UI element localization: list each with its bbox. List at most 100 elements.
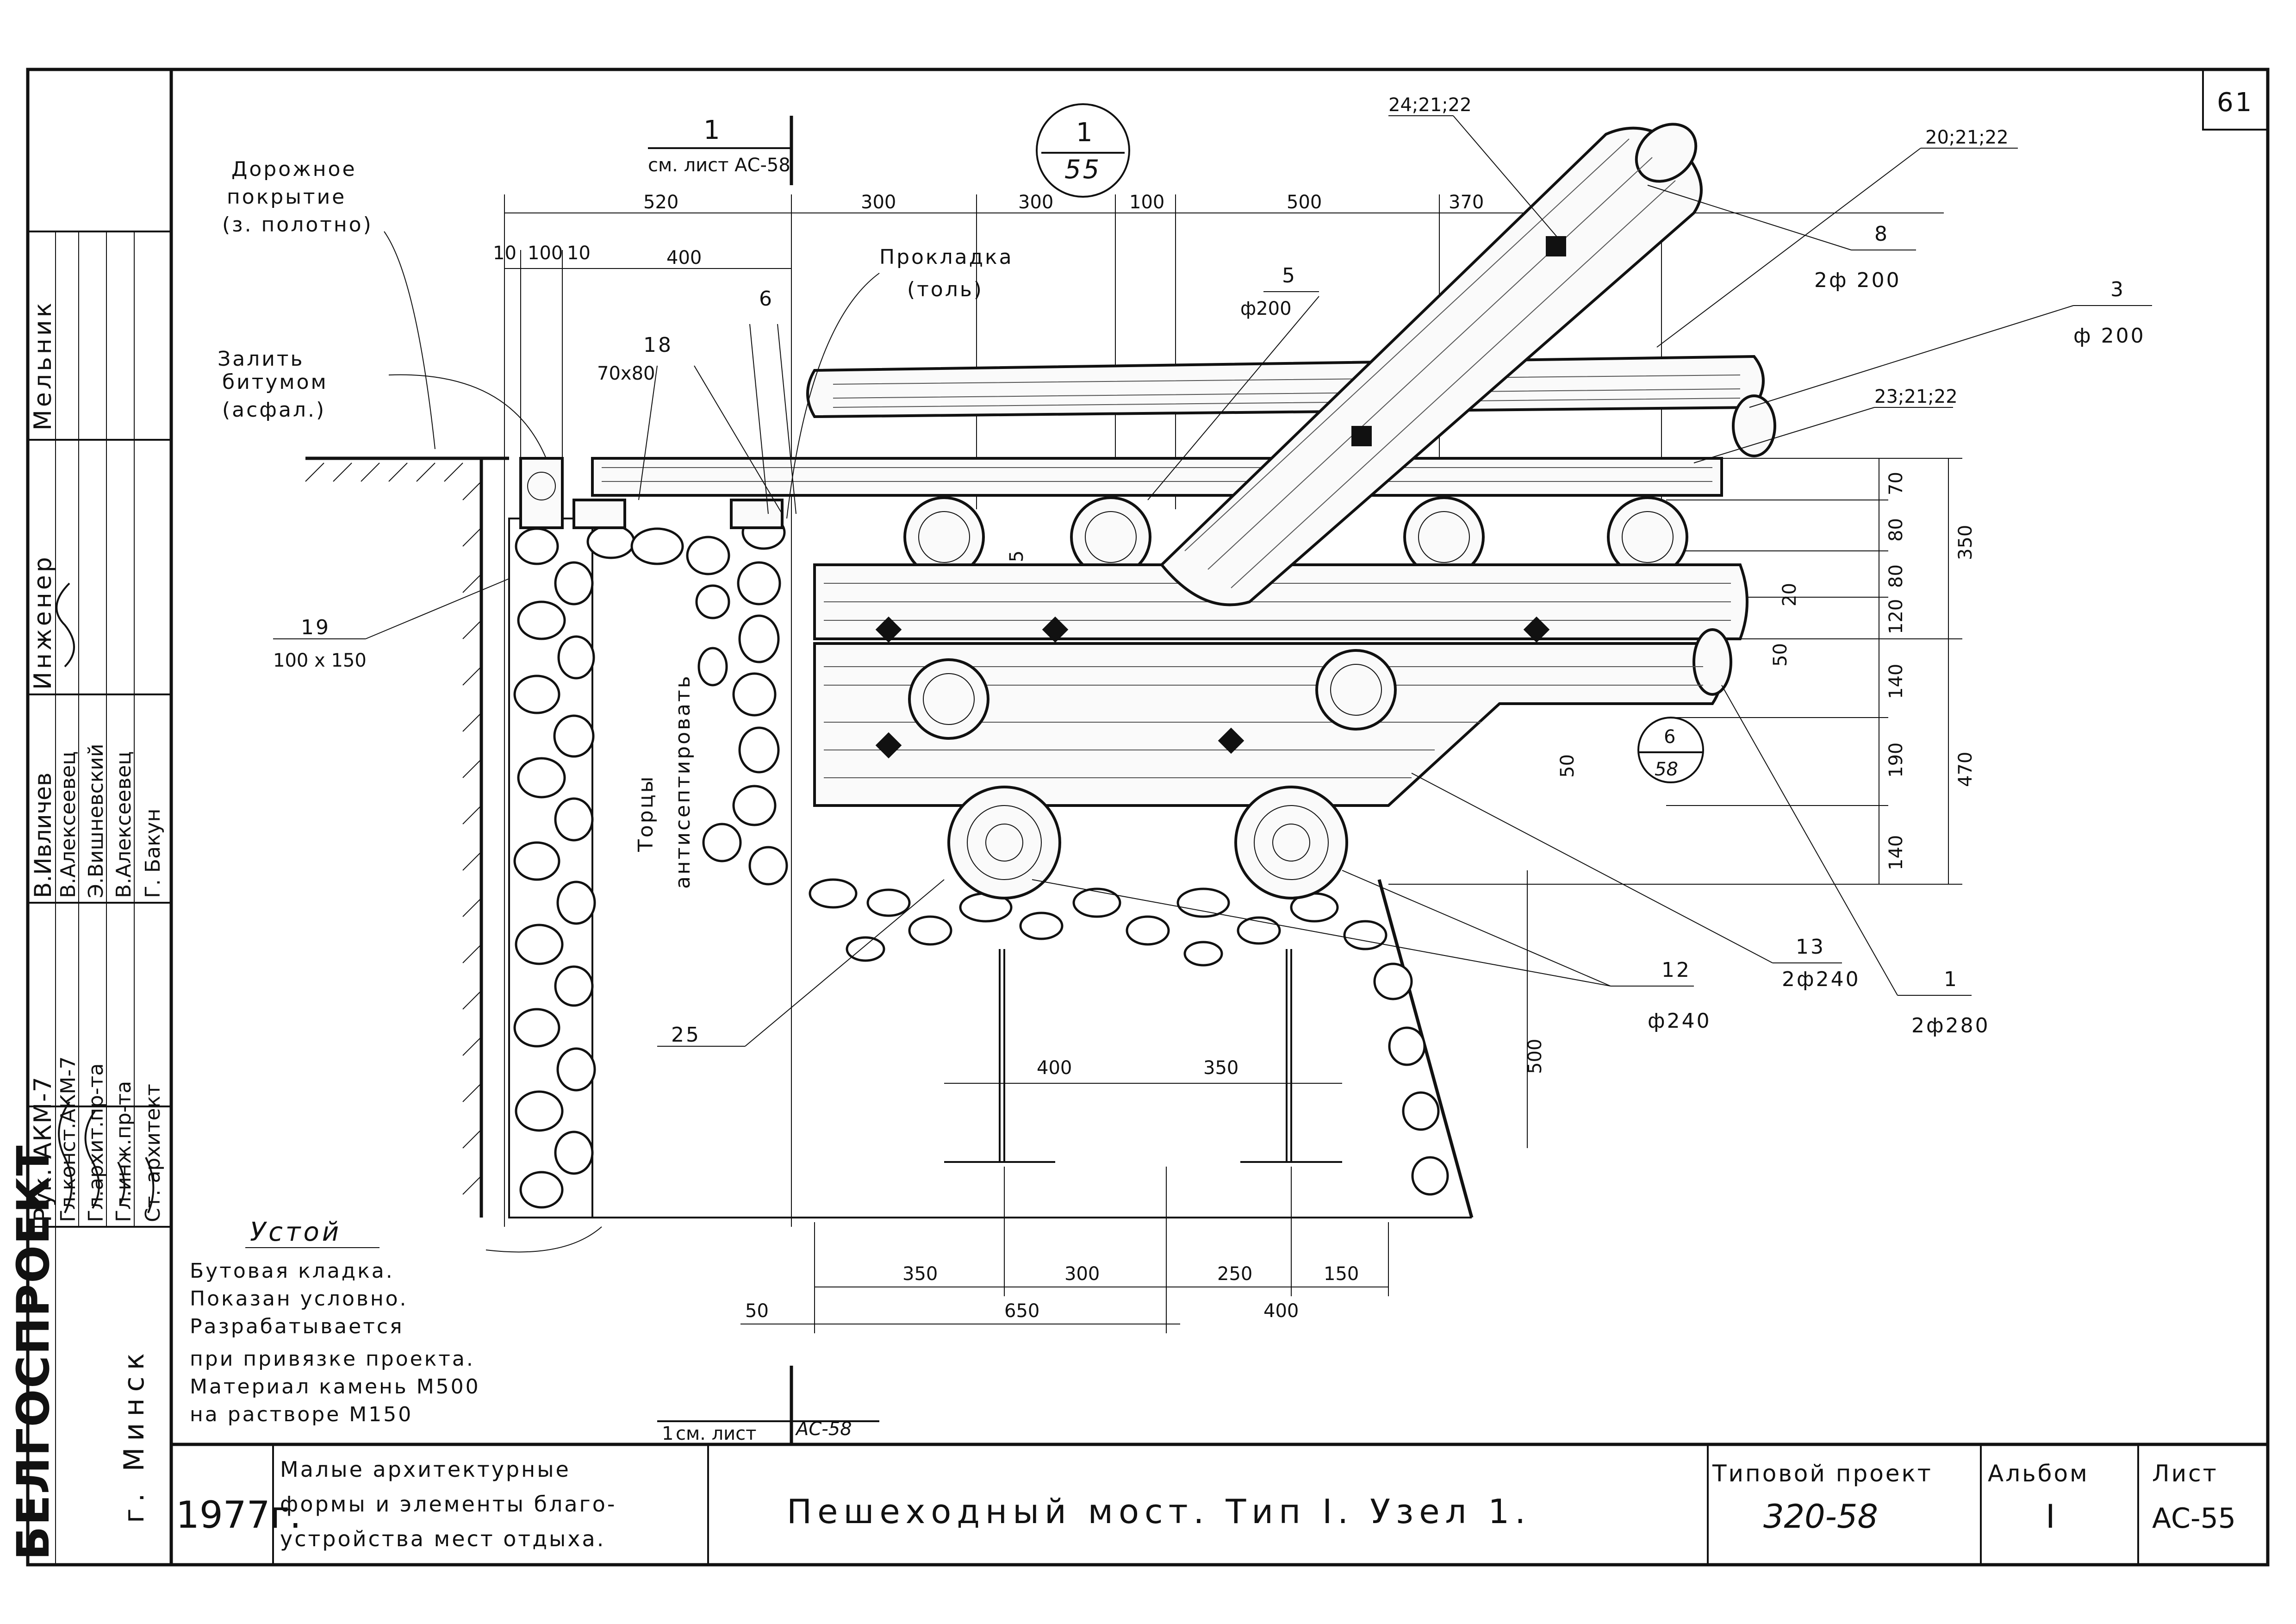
stamp-role-5: Ст. архитект	[141, 1084, 165, 1222]
note-abutment-title: Устой	[250, 1217, 342, 1247]
dim-bottom-350: 350	[902, 1263, 938, 1285]
stamp-engineer-role: Инженер	[29, 554, 57, 690]
section-ref: см. лист АС-58	[648, 155, 790, 176]
dim-500-vertical: 500	[1524, 1039, 1546, 1074]
stamp-year: 1977г.	[176, 1493, 301, 1537]
label-part-18: 18	[643, 333, 673, 357]
dim-bottom-250: 250	[1217, 1263, 1252, 1285]
dim-right-80a: 80	[1885, 518, 1907, 542]
label-part-13: 13	[1796, 935, 1825, 959]
label-part-8: 8	[1874, 222, 1889, 246]
abutment-masonry	[508, 515, 788, 1218]
label-pad-2: (толь)	[907, 278, 983, 301]
dim-top2-400: 400	[666, 247, 702, 269]
callout-top-num: 1	[1076, 118, 1095, 148]
stamp-role-1: Рук. АКМ-7	[29, 1076, 57, 1222]
outer-frame	[26, 68, 2270, 1567]
label-ref-23: 23;21;22	[1874, 386, 1958, 407]
dim-small-50b: 50	[1557, 754, 1578, 778]
album-number: I	[2046, 1498, 2055, 1536]
label-part-19-size: 100 х 150	[273, 650, 367, 671]
stamp-signatures	[56, 582, 155, 1213]
sheet-number-box	[2202, 69, 2269, 131]
dim-top2-100: 100	[528, 243, 563, 264]
stamp-city: г. Минск	[118, 1347, 150, 1523]
deck-plank	[591, 457, 1723, 497]
dimension-lines-top	[504, 194, 1944, 1227]
dim-top-300a: 300	[861, 192, 896, 213]
label-ref-24: 24;21;22	[1388, 94, 1472, 116]
dim-top-370: 370	[1449, 192, 1484, 213]
cross-logs-top	[903, 496, 1688, 578]
dim-right-190: 190	[1885, 743, 1907, 778]
label-ends-2: антисептировать	[671, 674, 695, 889]
note-line-3: Разрабатывается	[190, 1315, 404, 1338]
bottom-ref-number: 1	[662, 1423, 673, 1444]
stamp-name-3: Э.Вишневский	[84, 744, 108, 898]
dim-bottom-300: 300	[1064, 1263, 1100, 1285]
dim-right-120: 120	[1885, 599, 1907, 634]
label-part-6: 6	[759, 287, 774, 311]
stamp-role-4: Гл.инж.пр-та	[112, 1081, 136, 1222]
label-part-8-dia: 2ф 200	[1814, 269, 1901, 292]
dim-right-140a: 140	[1885, 664, 1907, 699]
callout-circle-1-55	[1036, 103, 1130, 198]
stamp-name-4: В.Алексеевец	[112, 751, 136, 898]
label-part-25: 25	[671, 1023, 701, 1047]
label-part-3-dia: ф 200	[2073, 324, 2146, 348]
label-part-5-dia: ф200	[1240, 298, 1292, 319]
callout-mid-num: 6	[1664, 726, 1675, 748]
label-part-18-size: 70х80	[597, 363, 655, 384]
stamp-role-2: Гл.конст.АКМ-7	[56, 1056, 80, 1222]
dim-bottom2-50: 50	[745, 1300, 769, 1322]
label-part-12: 12	[1661, 958, 1691, 982]
label-ref-20: 20;21;22	[1925, 127, 2009, 148]
upper-rail-log	[806, 355, 1776, 457]
dim-right-350: 350	[1955, 525, 1976, 560]
sheet-number: 61	[2217, 87, 2253, 118]
dim-right-140b: 140	[1885, 835, 1907, 870]
dim-right-470: 470	[1955, 752, 1976, 787]
label-part-1-dia: 2ф280	[1911, 1014, 1990, 1037]
dimension-lines-right	[1388, 458, 1962, 885]
callout-top-den: 55	[1064, 155, 1101, 185]
dim-piles-350: 350	[1203, 1057, 1238, 1079]
sheet-code: АС-55	[2152, 1502, 2236, 1535]
dim-bottom2-400: 400	[1263, 1300, 1299, 1322]
stamp-name-2: В.Алексеевец	[56, 751, 80, 898]
label-bitumen-3: (асфал.)	[222, 398, 326, 422]
dimension-lines-bottom	[740, 870, 1528, 1333]
support-logs-bottom	[947, 786, 1348, 899]
project-number: 320-58	[1763, 1498, 1878, 1536]
label-part-13-dia: 2ф240	[1782, 968, 1860, 991]
label-part-12-dia: ф240	[1648, 1009, 1711, 1033]
project-label: Типовой проект	[1712, 1460, 1933, 1487]
drawing-title: Пешеходный мост. Тип I. Узел 1.	[787, 1492, 1531, 1531]
label-part-3: 3	[2110, 278, 2125, 301]
label-part-19: 19	[301, 616, 330, 639]
dim-top2-10b: 10	[567, 243, 591, 264]
leader-lines	[273, 115, 2152, 1253]
project-title-line-1: Малые архитектурные	[280, 1457, 571, 1482]
piles	[944, 949, 1342, 1163]
bottom-ref-sheet: АС-58	[795, 1418, 852, 1440]
inclined-strut	[1159, 123, 1703, 606]
dim-right-80b: 80	[1885, 564, 1907, 588]
label-part-1: 1	[1944, 968, 1959, 991]
stamp-name-5: Г. Бакун	[141, 809, 165, 898]
dim-small-50a: 50	[1770, 643, 1791, 667]
note-line-2: Показан условно.	[190, 1287, 408, 1311]
dim-bottom2-650: 650	[1004, 1300, 1039, 1322]
dim-top-520: 520	[643, 192, 678, 213]
foundation-rubble	[809, 878, 1449, 1196]
dim-top-100: 100	[1129, 192, 1164, 213]
project-title-line-3: устройства мест отдыха.	[280, 1526, 605, 1551]
section-number: 1	[703, 115, 722, 145]
dim-right-70: 70	[1885, 472, 1907, 495]
main-girder	[813, 563, 1748, 807]
stamp-engineer-name: Мельник	[29, 300, 57, 431]
label-bitumen-1: Залить	[218, 347, 304, 371]
bottom-ref-text: см. лист	[676, 1423, 756, 1444]
label-road-1: Дорожное	[231, 157, 357, 181]
